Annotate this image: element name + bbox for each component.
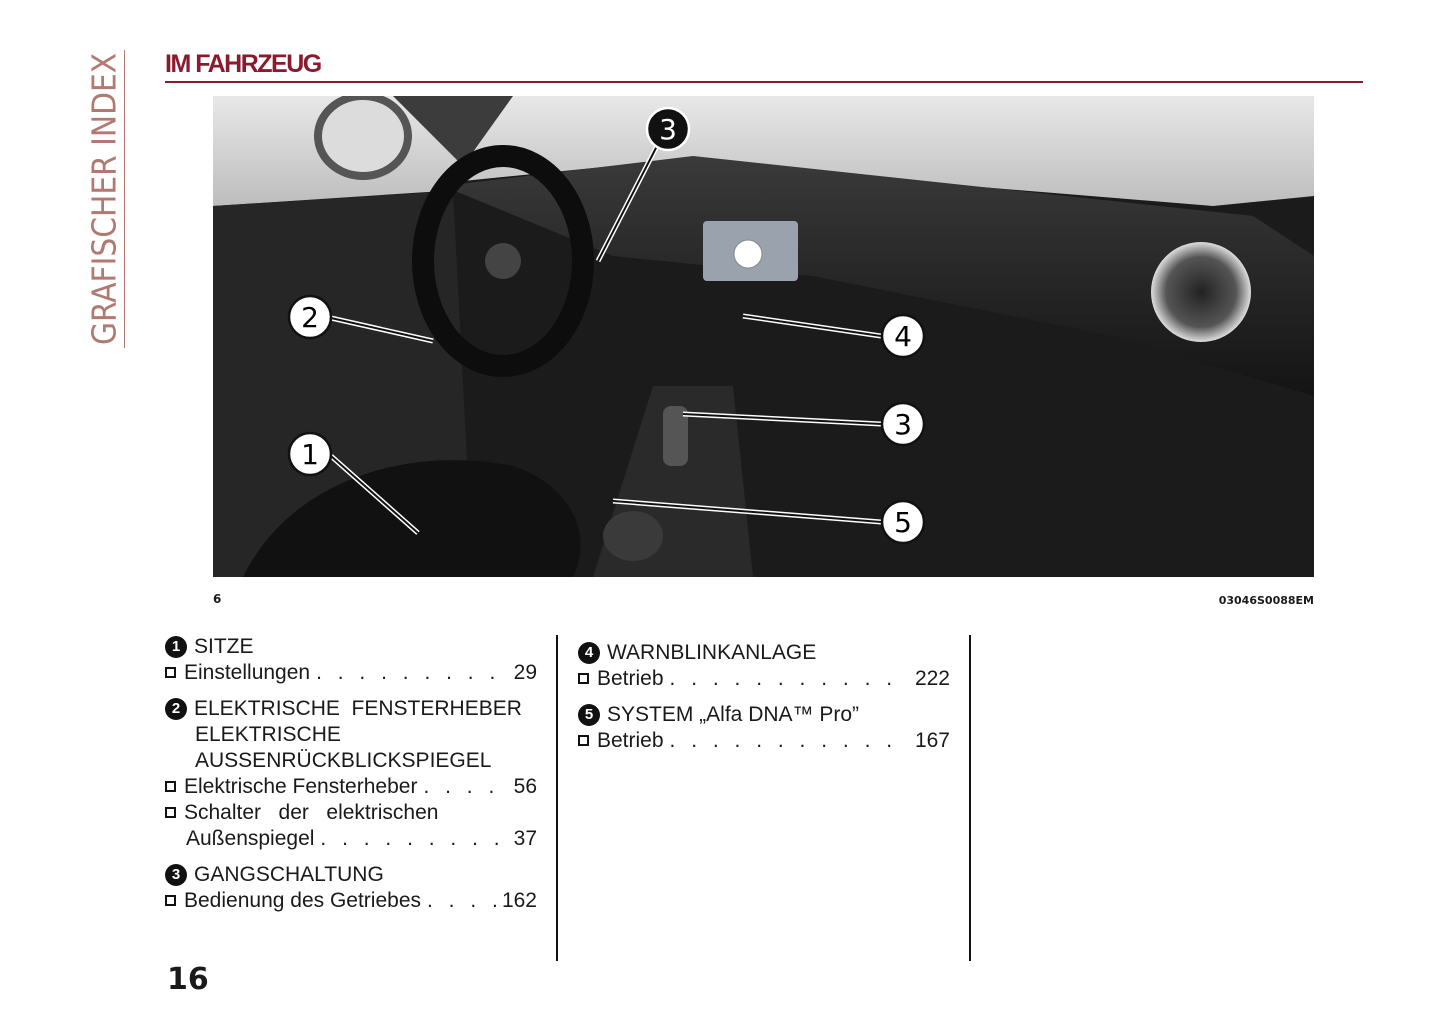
side-title: GRAFISCHER INDEX — [84, 52, 124, 346]
callout-5: 5 — [880, 499, 926, 545]
entry-page: 29 — [513, 661, 537, 684]
column-divider — [556, 635, 558, 961]
callout-3-top: 3 — [645, 106, 691, 152]
section-heading: 3 GANGSCHALTUNG — [165, 862, 537, 888]
section-title: SYSTEM „Alfa DNA™ Pro” — [607, 703, 860, 726]
number-badge-icon: 3 — [165, 864, 187, 886]
section-title: SITZE — [194, 635, 254, 658]
callout-1: 1 — [287, 431, 333, 477]
entry-label: Betrieb — [597, 667, 664, 690]
index-entry[interactable]: Einstellungen 29 — [165, 660, 537, 686]
callout-4: 4 — [880, 313, 926, 359]
entry-label: Elektrische Fensterheber — [184, 775, 418, 798]
column-divider — [969, 635, 971, 961]
header-rule — [165, 81, 1363, 83]
entry-page: 162 — [501, 889, 537, 912]
square-bullet-icon — [165, 895, 176, 906]
entry-page: 222 — [914, 667, 950, 690]
callout-3: 3 — [880, 401, 926, 447]
number-badge-icon: 4 — [578, 642, 600, 664]
index-entry[interactable]: Betrieb 167 — [578, 728, 950, 754]
svg-text:1: 1 — [301, 438, 319, 471]
entry-label: Bedienung des Getriebes — [184, 889, 421, 912]
number-badge-icon: 1 — [165, 636, 187, 658]
section-heading: 1 SITZE — [165, 634, 537, 660]
entry-page: 56 — [513, 775, 537, 798]
entry-label: Schalter der elektrischen — [184, 801, 439, 824]
entry-label: Außenspiegel — [186, 827, 315, 850]
index-entry[interactable]: Bedienung des Getriebes 162 — [165, 888, 537, 914]
callout-2: 2 — [287, 294, 333, 340]
number-badge-icon: 2 — [165, 698, 187, 720]
svg-text:2: 2 — [301, 301, 319, 334]
svg-text:5: 5 — [894, 506, 912, 539]
svg-text:3: 3 — [659, 113, 677, 146]
entry-page: 37 — [513, 827, 537, 850]
entry-page: 167 — [914, 729, 950, 752]
section-title: GANGSCHALTUNG — [194, 863, 384, 886]
section-heading: 5 SYSTEM „Alfa DNA™ Pro” — [578, 702, 950, 728]
car-interior-figure: 1 2 3 3 4 5 — [213, 96, 1314, 577]
index-entry[interactable]: Betrieb 222 — [578, 666, 950, 692]
section-heading: 4 WARNBLINKANLAGE — [578, 640, 950, 666]
section-title: ELEKTRISCHE FENSTERHEBER — [194, 697, 522, 720]
section-title-line: AUSSENRÜCKBLICKSPIEGEL — [195, 749, 492, 772]
square-bullet-icon — [578, 735, 589, 746]
entry-label: Betrieb — [597, 729, 664, 752]
section-title: WARNBLINKANLAGE — [607, 641, 817, 664]
square-bullet-icon — [578, 673, 589, 684]
number-badge-icon: 5 — [578, 704, 600, 726]
section-heading: 2 ELEKTRISCHE FENSTERHEBER — [165, 696, 537, 722]
section-title-line: ELEKTRISCHE — [195, 723, 341, 746]
index-entry[interactable]: Elektrische Fensterheber 56 — [165, 774, 537, 800]
page-number: 16 — [167, 962, 209, 997]
index-entry[interactable]: Schalter der elektrischen — [165, 800, 537, 826]
section-header: IM FAHRZEUG — [165, 50, 322, 78]
entry-label: Einstellungen — [184, 661, 311, 684]
square-bullet-icon — [165, 781, 176, 792]
figure-number: 6 — [213, 592, 222, 606]
index-column-1: 1 SITZE Einstellungen 29 2 ELEKTRISCHE FENS… — [165, 634, 537, 914]
figure-code: 03046S0088EM — [1218, 594, 1314, 607]
side-index-tab: GRAFISCHER INDEX — [84, 50, 125, 348]
square-bullet-icon — [165, 807, 176, 818]
svg-text:4: 4 — [894, 320, 912, 353]
index-entry-continued[interactable]: Außenspiegel 37 — [165, 826, 537, 852]
square-bullet-icon — [165, 667, 176, 678]
index-column-2: 4 WARNBLINKANLAGE Betrieb 222 5 SYSTEM „Alf… — [578, 640, 950, 754]
svg-text:3: 3 — [894, 408, 912, 441]
